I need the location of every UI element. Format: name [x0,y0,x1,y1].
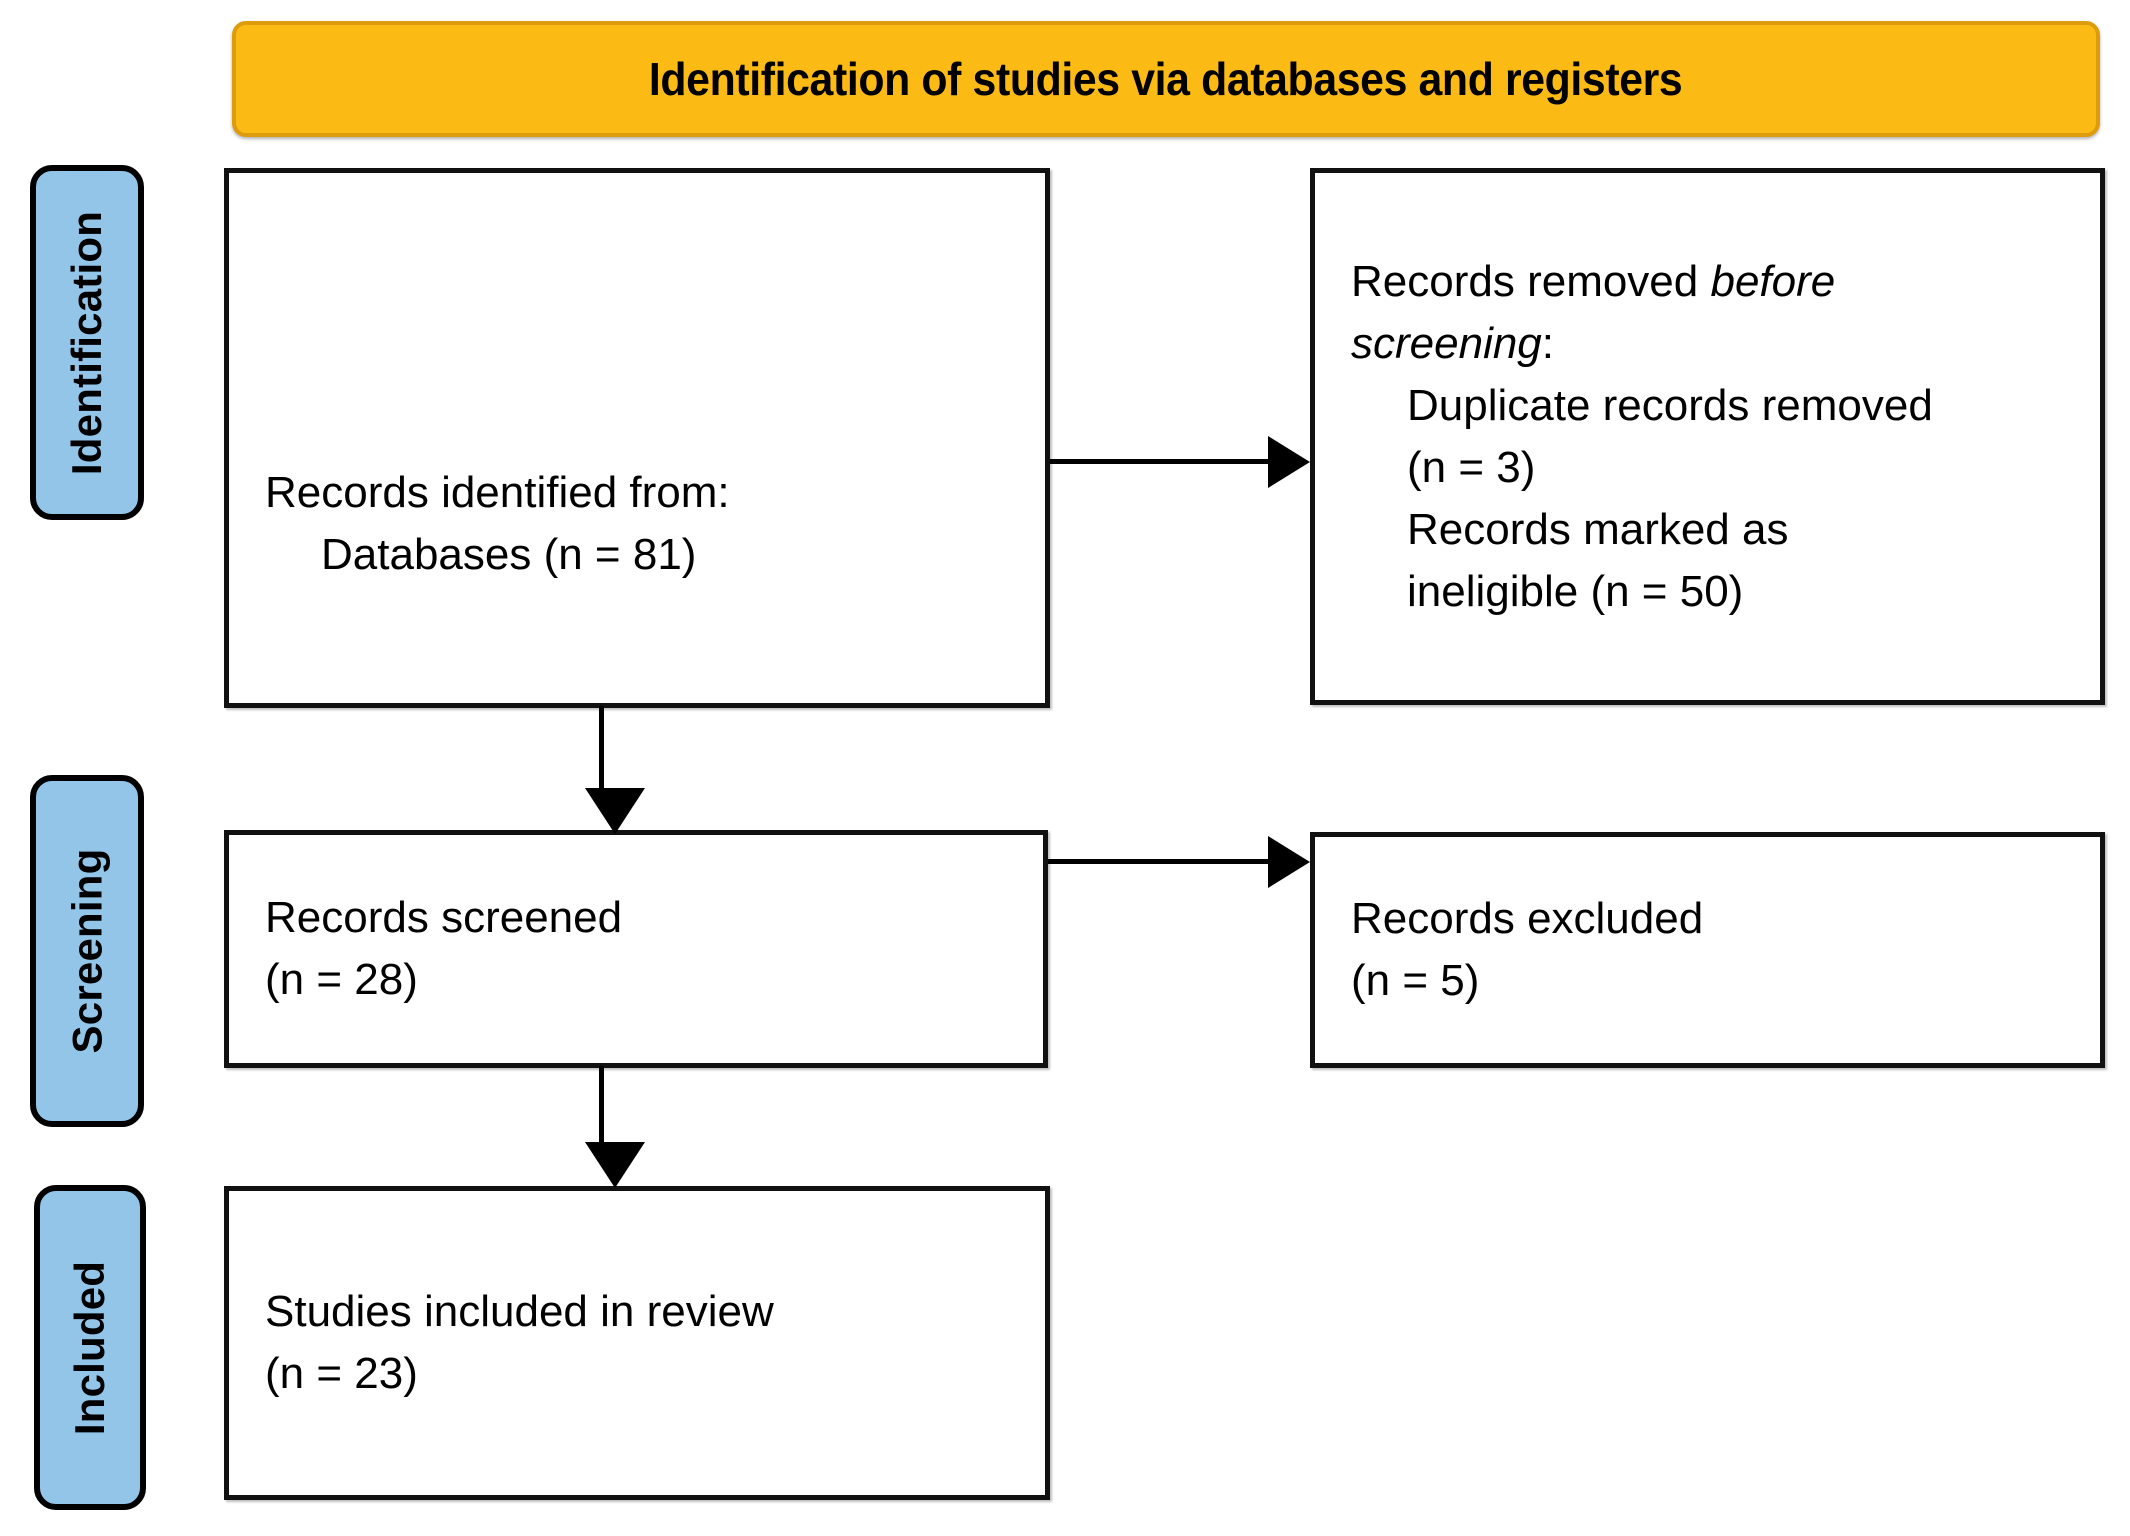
box-records-identified-body: Records identified from: Databases (n = … [229,462,1045,586]
arrow-right-icon [1268,836,1310,888]
diagram-title-banner: Identification of studies via databases … [232,21,2100,137]
stage-label-included: Included [34,1185,146,1510]
box-records-identified: Records identified from: Databases (n = … [224,168,1050,708]
stage-label-identification: Identification [30,165,144,520]
arrow-identified-to-screened [585,706,645,834]
box-studies-included-line-2: (n = 23) [265,1349,418,1398]
box-records-identified-line-2: Databases (n = 81) [321,530,697,579]
arrow-identified-to-removed [1050,436,1312,488]
diagram-title-text: Identification of studies via databases … [649,53,1683,105]
stage-label-included-text: Included [66,1260,113,1435]
box-records-screened-body: Records screened (n = 28) [229,887,1043,1011]
box-records-screened: Records screened (n = 28) [224,830,1048,1068]
stage-label-identification-text: Identification [63,210,111,475]
box-records-removed-body: Records removed before screening: Duplic… [1315,251,2100,623]
arrow-identified-to-removed-stem [1050,459,1272,464]
box-records-removed-line-1-italic: before [1710,256,1836,306]
box-records-identified-line-1: Records identified from: [265,468,730,517]
box-studies-included-body: Studies included in review (n = 23) [229,1281,1045,1405]
arrow-screened-to-included-stem [599,1066,604,1148]
box-records-excluded: Records excluded (n = 5) [1310,832,2105,1068]
stage-label-screening: Screening [30,775,144,1127]
arrow-screened-to-included [585,1066,645,1190]
box-records-excluded-line-2: (n = 5) [1351,956,1480,1005]
arrow-screened-to-excluded-stem [1048,859,1272,864]
box-studies-included: Studies included in review (n = 23) [224,1186,1050,1500]
box-records-removed-line-3: Duplicate records removed [1407,380,1933,430]
box-records-removed-line-1-plain: Records removed [1351,256,1711,306]
stage-label-screening-text: Screening [63,848,110,1054]
arrow-identified-to-screened-stem [599,706,604,794]
box-records-removed-line-2-plain: : [1541,318,1555,368]
arrow-right-icon [1268,436,1310,488]
arrow-down-icon [585,788,645,834]
box-records-removed-line-2: screening: [1351,313,2080,375]
box-records-excluded-line-1: Records excluded [1351,894,1704,943]
box-records-removed-line-4: (n = 3) [1407,442,1536,492]
box-records-screened-line-1: Records screened [265,893,623,942]
box-records-removed-line-5: Records marked as [1407,504,1789,554]
box-records-removed-line-2-italic: screening [1351,318,1542,368]
box-records-removed-line-6: ineligible (n = 50) [1407,566,1744,616]
arrow-screened-to-excluded [1048,836,1312,888]
box-records-screened-line-2: (n = 28) [265,955,418,1004]
box-records-removed: Records removed before screening: Duplic… [1310,168,2105,705]
box-studies-included-line-1: Studies included in review [265,1287,774,1336]
box-records-removed-line-1: Records removed before [1351,251,2080,313]
box-records-excluded-body: Records excluded (n = 5) [1315,888,2100,1012]
arrow-down-icon [585,1142,645,1188]
